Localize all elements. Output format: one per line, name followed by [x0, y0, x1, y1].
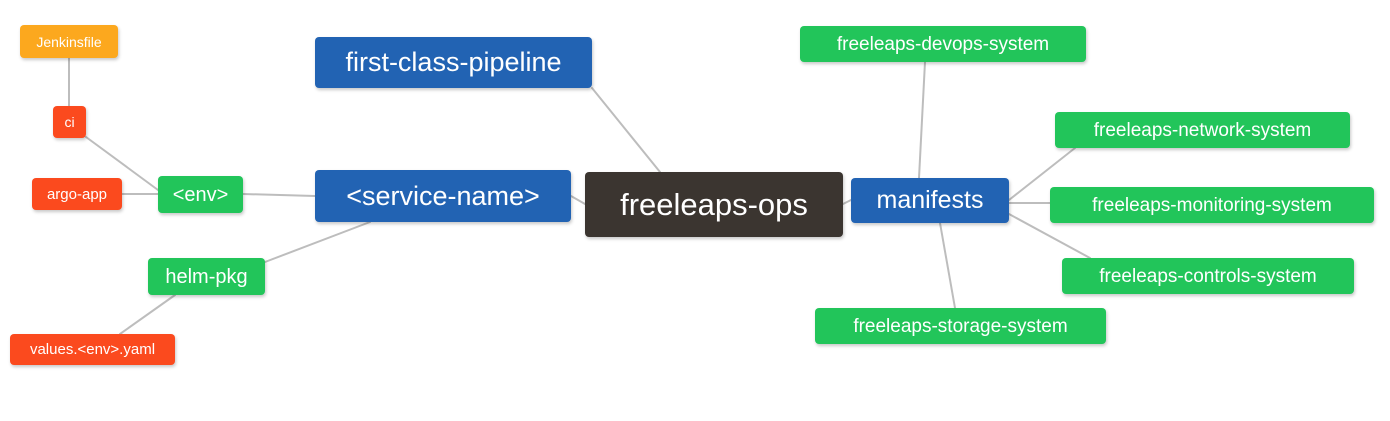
edge-helm-pkg-to-values-env-yaml: [119, 294, 176, 335]
edge-service-name-to-env: [242, 193, 316, 197]
node-label-freeleaps-network-system: freeleaps-network-system: [1093, 119, 1312, 141]
node-freeleaps-network-system[interactable]: freeleaps-network-system: [1055, 112, 1350, 148]
node-jenkinsfile[interactable]: Jenkinsfile: [20, 25, 118, 58]
node-label-jenkinsfile: Jenkinsfile: [36, 33, 102, 50]
node-manifests[interactable]: manifests: [851, 178, 1009, 223]
edge-manifests-to-freeleaps-storage-system: [939, 222, 956, 309]
node-label-first-class-pipeline: first-class-pipeline: [345, 47, 562, 77]
node-freeleaps-controls-system[interactable]: freeleaps-controls-system: [1062, 258, 1354, 294]
node-freeleaps-monitoring-system[interactable]: freeleaps-monitoring-system: [1050, 187, 1374, 223]
node-freeleaps-storage-system[interactable]: freeleaps-storage-system: [815, 308, 1106, 344]
node-label-argo-app: argo-app: [46, 185, 108, 203]
node-label-env: <env>: [172, 183, 229, 206]
node-label-service-name: <service-name>: [346, 180, 540, 211]
node-label-freeleaps-storage-system: freeleaps-storage-system: [853, 315, 1068, 337]
node-helm-pkg[interactable]: helm-pkg: [148, 258, 265, 295]
node-label-freeleaps-ops: freeleaps-ops: [620, 187, 808, 222]
edge-freeleaps-ops-to-manifests: [842, 199, 852, 205]
node-argo-app[interactable]: argo-app: [32, 178, 122, 210]
node-label-freeleaps-controls-system: freeleaps-controls-system: [1099, 265, 1317, 287]
node-label-values-env-yaml: values.<env>.yaml: [29, 341, 156, 358]
node-label-manifests: manifests: [876, 186, 984, 214]
node-label-helm-pkg: helm-pkg: [165, 265, 248, 288]
edge-freeleaps-ops-to-service-name: [570, 195, 586, 205]
edge-service-name-to-helm-pkg: [264, 221, 371, 263]
node-label-freeleaps-devops-system: freeleaps-devops-system: [836, 33, 1050, 55]
node-values-env-yaml[interactable]: values.<env>.yaml: [10, 334, 175, 365]
node-service-name[interactable]: <service-name>: [315, 170, 571, 222]
node-freeleaps-devops-system[interactable]: freeleaps-devops-system: [800, 26, 1086, 62]
node-ci[interactable]: ci: [53, 106, 86, 138]
edge-manifests-to-freeleaps-devops-system: [918, 61, 926, 179]
node-first-class-pipeline[interactable]: first-class-pipeline: [315, 37, 592, 88]
node-env[interactable]: <env>: [158, 176, 243, 213]
node-label-freeleaps-monitoring-system: freeleaps-monitoring-system: [1092, 194, 1332, 216]
edge-freeleaps-ops-to-first-class-pipeline: [591, 87, 661, 173]
node-label-ci: ci: [64, 114, 75, 130]
node-freeleaps-ops[interactable]: freeleaps-ops: [585, 172, 843, 237]
